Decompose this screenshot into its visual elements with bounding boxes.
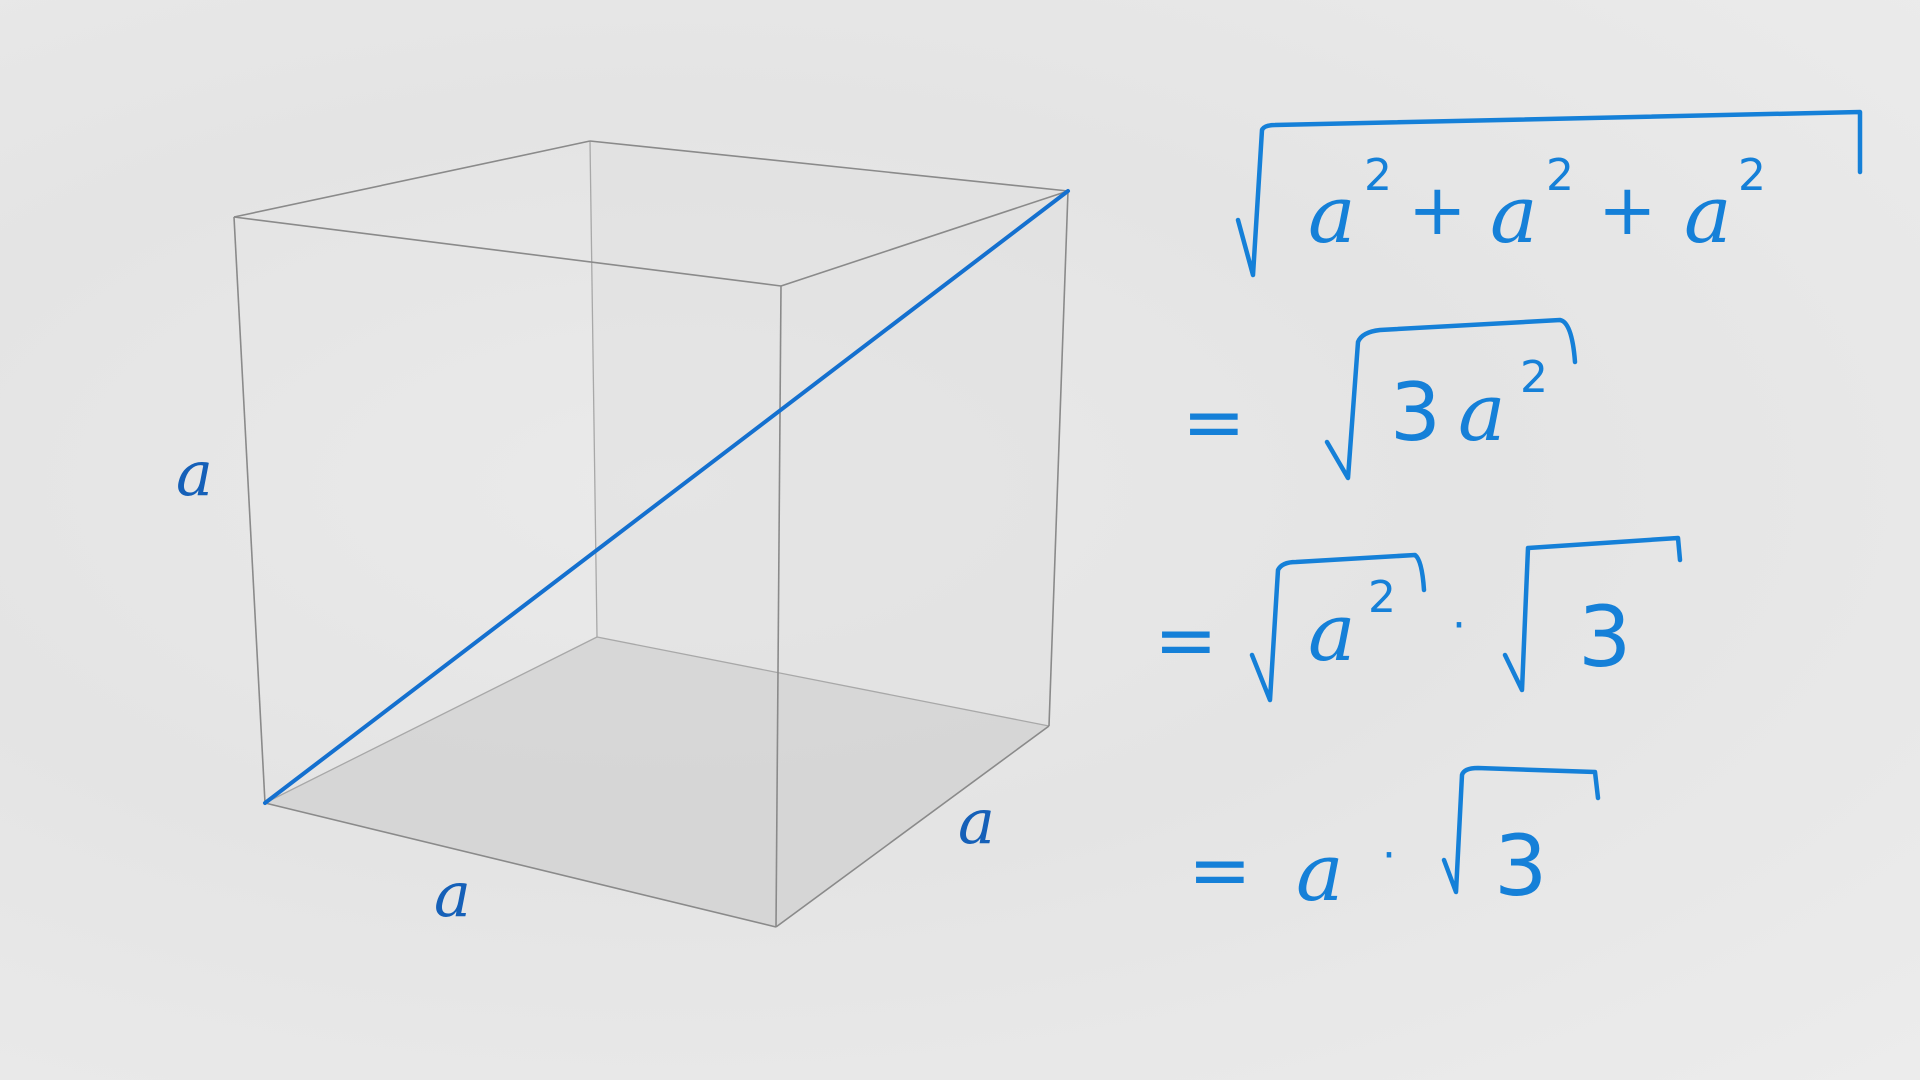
equations: a 2 + a 2 + a 2 = 3 a 2 = a 2 · 3: [1154, 109, 1863, 919]
radical-sign-2: [1324, 317, 1578, 481]
radical-sign-4: [1441, 765, 1601, 895]
eq1-op-2: +: [1598, 169, 1657, 251]
eq3-dot: ·: [1452, 600, 1466, 651]
cube-edge-right-vertical: [1048, 190, 1069, 727]
eq3-equals: =: [1154, 595, 1218, 684]
cube-edge-bottom-front: [264, 802, 777, 928]
eq2-exp: 2: [1520, 352, 1548, 403]
cube-edge-bottom-right: [775, 725, 1050, 928]
eq1-op-1: +: [1408, 169, 1467, 251]
radical-sign-3a: [1249, 552, 1427, 703]
eq1-exp-3: 2: [1738, 150, 1766, 201]
cube-edge-top-back: [233, 140, 591, 218]
cube-space-diagonal: [263, 189, 1070, 805]
eq1-base-2: a: [1490, 168, 1538, 261]
cube-edge-top-right: [589, 140, 1069, 192]
cube-edge-front-vertical: [775, 285, 782, 928]
cube-edge-back-vertical: [589, 140, 598, 638]
eq1-base-3: a: [1684, 168, 1732, 261]
eq2-base: a: [1458, 366, 1506, 459]
eq3-first-base: a: [1308, 586, 1356, 679]
eq2-equals: =: [1182, 377, 1246, 466]
eq4-dot: ·: [1382, 830, 1396, 881]
eq4-equals: =: [1188, 825, 1252, 914]
cube-edge-back-bottom-right: [596, 636, 1050, 727]
cube-bottom-face: [265, 637, 1049, 927]
cube-edge-top-front: [233, 216, 782, 287]
eq3-second-radicand: 3: [1578, 588, 1631, 686]
eq3-first-exp: 2: [1368, 572, 1396, 623]
eq4-factor: a: [1296, 826, 1344, 919]
radical-sign-1: [1235, 109, 1863, 278]
equation-line-3: = a 2 · 3: [1154, 535, 1683, 703]
side-label-right: a: [958, 785, 995, 858]
cube: a a a: [176, 140, 1070, 931]
equation-line-2: = 3 a 2: [1182, 317, 1578, 481]
equation-line-1: a 2 + a 2 + a 2: [1235, 109, 1863, 278]
radical-sign-3b: [1502, 535, 1683, 693]
eq1-exp-1: 2: [1364, 150, 1392, 201]
eq1-exp-2: 2: [1546, 150, 1574, 201]
cube-back-face: [590, 141, 1068, 726]
side-label-front: a: [434, 858, 471, 931]
cube-edge-back-bottom-left: [264, 636, 598, 804]
equation-line-4: = a · 3: [1188, 765, 1601, 919]
eq4-radicand: 3: [1494, 817, 1547, 915]
cube-edge-top-side: [780, 190, 1069, 287]
side-label-left: a: [176, 437, 213, 510]
eq2-coefficient: 3: [1390, 366, 1441, 459]
cube-edge-left-vertical: [233, 216, 266, 804]
eq1-base-1: a: [1308, 168, 1356, 261]
